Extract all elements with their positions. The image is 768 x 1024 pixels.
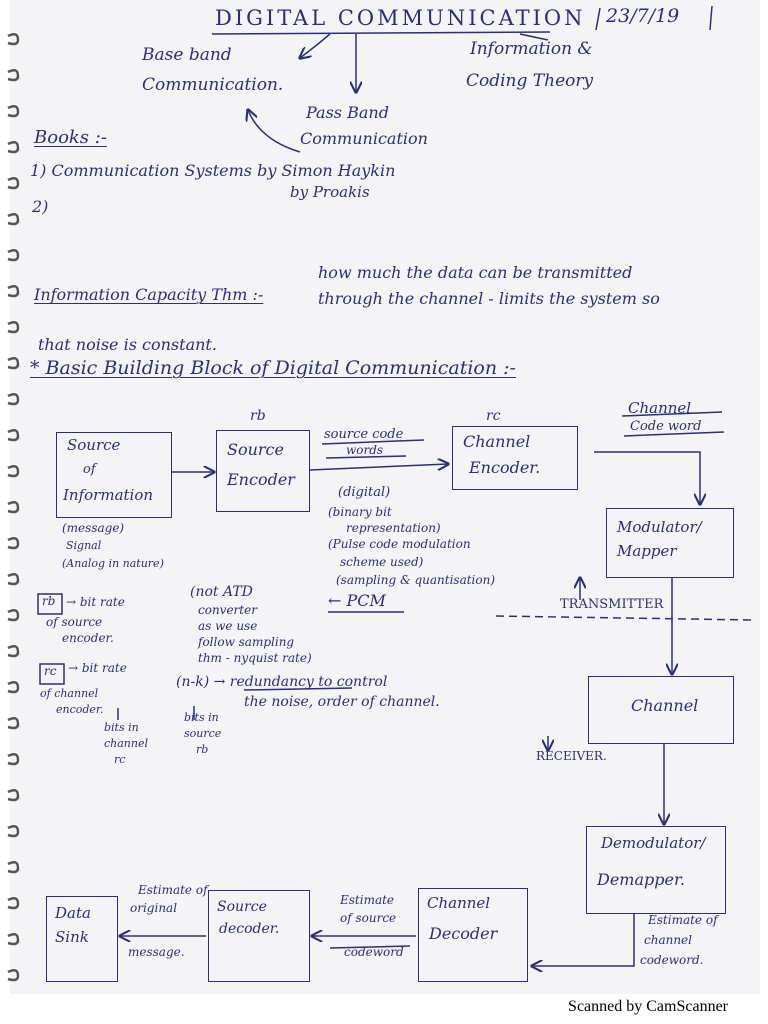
scanner-footer: Scanned by CamScanner xyxy=(0,994,768,1024)
transmitter-dash xyxy=(495,615,753,621)
scanner-watermark: Scanned by CamScanner xyxy=(568,998,728,1015)
info-theory-line2: Coding Theory xyxy=(466,71,594,91)
source-decoder-block: Source decoder. xyxy=(208,890,310,982)
digital-note-5: scheme used) xyxy=(340,555,424,569)
branch-info xyxy=(519,33,549,41)
source-of-information-block: Source of Information xyxy=(56,432,172,518)
capacity-text-3: that noise is constant. xyxy=(38,335,217,354)
digital-note-2: (binary bit xyxy=(328,505,392,519)
capacity-label: Information Capacity Thm :- xyxy=(34,285,264,304)
passband-line1: Pass Band xyxy=(306,103,389,122)
estimate-message-3: message. xyxy=(128,945,185,959)
not-atd-4: follow sampling xyxy=(198,635,295,649)
digital-note-3: representation) xyxy=(346,521,441,535)
digital-note-4: (Pulse code modulation xyxy=(328,537,471,551)
book-item-1-extra: by Proakis xyxy=(290,183,370,201)
page-title: DIGITAL COMMUNICATION xyxy=(215,6,586,30)
not-atd-1: (not ATD xyxy=(190,584,253,600)
digital-note-1: (digital) xyxy=(338,485,391,500)
transmitter-label: TRANSMITTER xyxy=(560,597,664,612)
channel-code-word-1: Channel xyxy=(628,399,692,417)
demodulator-demapper-block: Demodulator/ Demapper. xyxy=(586,826,726,914)
redundancy-2: the noise, order of channel. xyxy=(244,694,440,710)
bits-in-channel-3: rc xyxy=(114,753,126,766)
bits-in-source-3: rb xyxy=(196,743,209,756)
digital-note-6: (sampling & quantisation) xyxy=(336,573,496,587)
bits-in-channel-2: channel xyxy=(104,737,148,750)
estimate-source-2: of source xyxy=(340,911,397,925)
message-note-3: (Analog in nature) xyxy=(62,557,164,570)
estimate-codeword-1: Estimate of xyxy=(648,913,718,927)
rb-bitrate-2: of source xyxy=(46,615,103,629)
source-encoder-block: Source Encoder xyxy=(216,430,310,512)
estimate-source-3: codeword xyxy=(344,945,404,959)
rc-bitrate-2: of channel xyxy=(40,687,99,700)
info-theory-line1: Information & xyxy=(470,39,593,59)
data-sink-block: Data Sink xyxy=(46,896,118,982)
message-note-2: Signal xyxy=(66,539,102,552)
book-item-1: 1) Communication Systems by Simon Haykin xyxy=(30,161,396,180)
source-code-words-2: words xyxy=(346,443,384,457)
channel-encoder-block: Channel Encoder. xyxy=(452,426,578,490)
passband-line2: Communication xyxy=(300,129,428,148)
receiver-label: RECEIVER. xyxy=(536,749,607,763)
estimate-codeword-3: codeword. xyxy=(640,953,704,967)
curve-arrow xyxy=(248,110,301,153)
estimate-codeword-2: channel xyxy=(644,933,692,947)
modulator-mapper-block: Modulator/ Mapper xyxy=(606,508,734,578)
capacity-text-1: how much the data can be transmitted xyxy=(318,263,633,282)
redundancy-1: (n-k) → redundancy to control xyxy=(176,674,388,690)
channel-decoder-block: Channel Decoder xyxy=(418,888,528,982)
notebook-page xyxy=(10,0,760,994)
channel-block: Channel xyxy=(588,676,734,744)
not-atd-2: converter xyxy=(198,603,257,617)
books-label: Books :- xyxy=(34,127,107,148)
rb-box-label: rb xyxy=(42,594,56,608)
capacity-text-2: through the channel - limits the system … xyxy=(318,289,660,308)
not-atd-3: as we use xyxy=(198,619,258,633)
line-demodulator-to-decoder xyxy=(532,914,635,966)
line-encoder-to-modulator xyxy=(594,451,700,504)
rc-box-label: rc xyxy=(44,664,57,678)
rb-bitrate-3: encoder. xyxy=(62,631,114,645)
source-code-words-1: source code xyxy=(324,427,404,442)
arrow-encoder-to-channel-encoder xyxy=(309,464,448,471)
estimate-source-1: Estimate xyxy=(340,893,395,907)
date-label: 23/7/19 xyxy=(606,5,680,27)
rc-box xyxy=(39,663,65,685)
baseband-line1: Base band xyxy=(142,45,232,65)
channel-code-word-2: Code word xyxy=(630,419,702,434)
title-underline xyxy=(211,31,551,35)
not-atd-5: thm - nyquist rate) xyxy=(198,651,312,665)
section-heading: * Basic Building Block of Digital Commun… xyxy=(30,357,516,379)
branch-baseband xyxy=(300,33,331,58)
estimate-message-2: original xyxy=(130,901,178,915)
rc-bitrate-3: encoder. xyxy=(56,703,104,716)
message-note-1: (message) xyxy=(62,521,125,535)
baseband-line2: Communication. xyxy=(142,75,284,95)
rc-bitrate-1: → bit rate xyxy=(68,661,127,675)
spiral-binding xyxy=(7,32,20,982)
bits-in-channel-1: bits in xyxy=(104,721,139,734)
rb-bitrate-1: → bit rate xyxy=(66,595,125,609)
bits-in-source-2: source xyxy=(184,727,222,740)
rb-box xyxy=(37,593,63,615)
rb-label-top: rb xyxy=(250,408,266,424)
book-item-2: 2) xyxy=(32,197,49,216)
pcm-label: ← PCM xyxy=(328,591,386,610)
date-bracket xyxy=(595,5,713,31)
estimate-message-1: Estimate of xyxy=(138,883,208,897)
rc-label-top: rc xyxy=(486,408,501,424)
bits-in-source-1: bits in xyxy=(184,711,219,724)
